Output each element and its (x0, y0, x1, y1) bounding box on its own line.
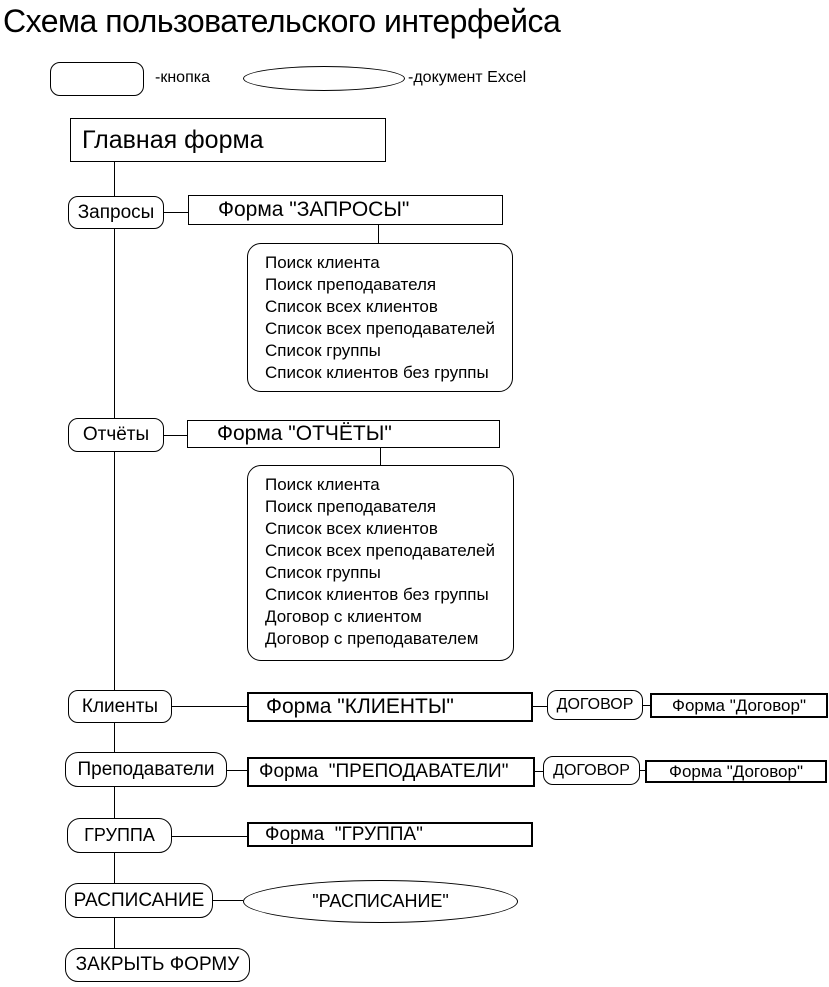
queries-list-box: Поиск клиента Поиск преподавателя Список… (247, 243, 513, 392)
list-item: Поиск клиента (265, 475, 380, 494)
legend-button-caption: -кнопка (155, 69, 210, 86)
clients-button: Клиенты (68, 690, 172, 723)
queries-button: Запросы (68, 196, 164, 229)
group-button: ГРУППА (67, 818, 172, 853)
connector-schedule-line (213, 900, 243, 901)
list-item: Договор с клиентом (265, 607, 422, 626)
legend-excel-ellipse (243, 66, 405, 91)
connector-queries-line (164, 212, 188, 213)
teachers-dogovor-button: ДОГОВОР (543, 756, 640, 785)
connector-group-line (172, 836, 247, 837)
list-item: Поиск преподавателя (265, 275, 437, 294)
list-item: Договор с преподавателем (265, 629, 479, 648)
teachers-button: Преподаватели (65, 752, 227, 787)
list-item: Список всех клиентов (265, 297, 438, 316)
teachers-dogovor-form-box: Форма "Договор" (645, 760, 827, 783)
legend-excel-caption: -документ Excel (408, 69, 527, 86)
main-form-box: Главная форма (70, 118, 386, 162)
schedule-button: РАСПИСАНИЕ (65, 883, 213, 918)
teachers-form-box: Форма "ПРЕПОДАВАТЕЛИ" (247, 757, 535, 787)
list-item: Список всех клиентов (265, 519, 438, 538)
connector-teachers-dogovor-form-line (640, 770, 645, 771)
list-item: Список клиентов без группы (265, 585, 489, 604)
connector-clients-line (172, 706, 247, 707)
page-title: Схема пользовательского интерфейса (3, 3, 561, 39)
clients-dogovor-button: ДОГОВОР (547, 690, 643, 720)
group-form-box: Форма "ГРУППА" (247, 822, 533, 847)
list-item: Список группы (265, 341, 381, 360)
close-form-button: ЗАКРЫТЬ ФОРМУ (65, 948, 250, 982)
list-item: Список группы (265, 563, 381, 582)
queries-form-box: Форма "ЗАПРОСЫ" (188, 195, 503, 225)
connector-queries-list-line (378, 225, 379, 243)
connector-teachers-dogovor-line (535, 771, 543, 772)
list-item: Поиск клиента (265, 253, 380, 272)
list-item: Поиск преподавателя (265, 497, 437, 516)
clients-form-box: Форма "КЛИЕНТЫ" (247, 692, 533, 722)
connector-reports-list-line (380, 448, 381, 465)
list-item: Список всех преподавателей (265, 541, 495, 560)
connector-teachers-line (227, 770, 247, 771)
reports-form-box: Форма "ОТЧЁТЫ" (187, 420, 500, 448)
legend-button-shape (50, 62, 144, 96)
connector-clients-dogovor-line (533, 706, 547, 707)
connector-clients-dogovor-form-line (643, 705, 650, 706)
reports-button: Отчёты (68, 418, 164, 452)
schedule-excel-ellipse: "РАСПИСАНИЕ" (243, 880, 518, 923)
list-item: Список всех преподавателей (265, 319, 495, 338)
list-item: Список клиентов без группы (265, 363, 489, 382)
clients-dogovor-form-box: Форма "Договор" (650, 693, 828, 718)
connector-reports-line (164, 435, 187, 436)
trunk-connector-line (114, 162, 115, 948)
reports-list-box: Поиск клиента Поиск преподавателя Список… (247, 465, 514, 661)
